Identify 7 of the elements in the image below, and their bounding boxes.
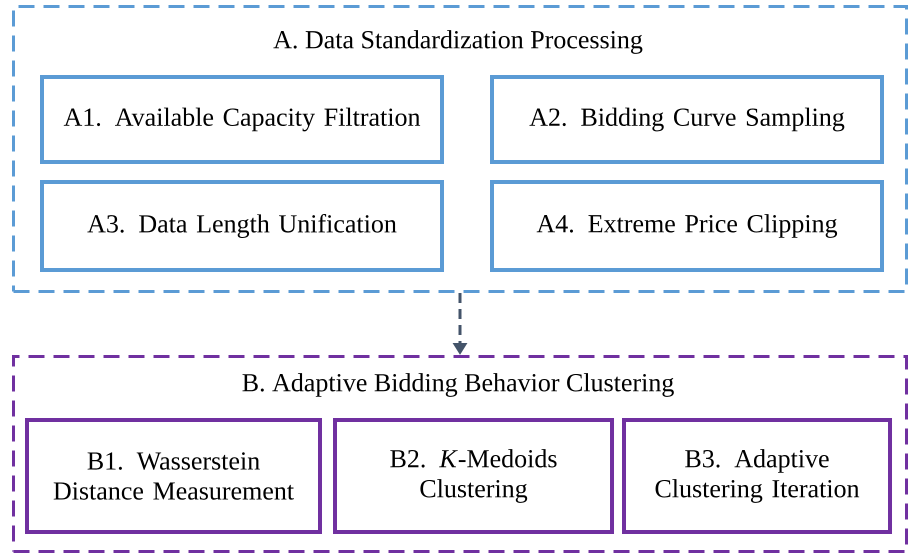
process-box: A2. Bidding Curve Sampling <box>490 75 884 164</box>
process-box: B3. Adaptive Clustering Iteration <box>622 418 892 534</box>
process-box: B1. Wasserstein Distance Measurement <box>25 418 322 534</box>
process-box: A4. Extreme Price Clipping <box>490 180 884 272</box>
process-box: A1. Available Capacity Filtration <box>40 75 444 164</box>
process-box: B2. K-Medoids Clustering <box>333 418 614 534</box>
process-box: A3. Data Length Unification <box>40 180 444 272</box>
